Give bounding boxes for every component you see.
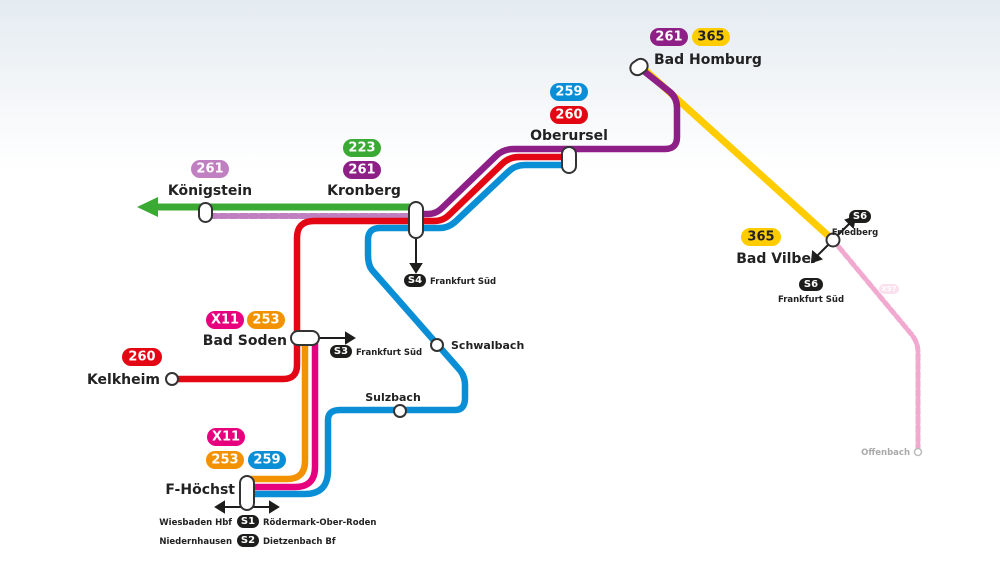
- sbahn-s1: Wiesbaden Hbf S1 Rödermark-Ober-Roden: [159, 515, 376, 528]
- station-bad-vilbel[interactable]: [825, 232, 841, 248]
- line-253: [243, 334, 309, 483]
- line-259: [243, 161, 573, 498]
- line-261: [412, 64, 681, 218]
- arrow-left-icon: [137, 197, 158, 217]
- svg-text:Friedberg: Friedberg: [832, 228, 878, 238]
- badge-259: 259: [248, 451, 286, 469]
- svg-text:260: 260: [555, 108, 582, 123]
- svg-text:Dietzenbach Bf: Dietzenbach Bf: [263, 537, 336, 547]
- badge-253: 253: [206, 451, 244, 469]
- bus-badges: 261 223 261 259 260 261 365 365 X11 253 …: [122, 28, 899, 469]
- svg-text:X11: X11: [212, 430, 240, 445]
- station-hoechst[interactable]: [239, 475, 255, 511]
- badge-x11: X11: [206, 311, 244, 329]
- line-x97: [830, 237, 921, 455]
- svg-text:259: 259: [253, 453, 280, 468]
- label-hoechst: F-Höchst: [165, 482, 235, 498]
- svg-text:Frankfurt Süd: Frankfurt Süd: [778, 295, 844, 305]
- badge-261: 261: [191, 160, 229, 178]
- badge-365: 365: [692, 28, 730, 46]
- badge-253: 253: [247, 311, 285, 329]
- route-lines: [137, 64, 921, 498]
- svg-text:S2: S2: [241, 535, 255, 546]
- svg-text:Frankfurt Süd: Frankfurt Süd: [356, 348, 422, 358]
- badge-260: 260: [550, 106, 588, 124]
- svg-text:S1: S1: [241, 516, 255, 527]
- station-oberursel[interactable]: [561, 146, 577, 174]
- badge-223: 223: [343, 139, 381, 157]
- station-bad-homburg[interactable]: [628, 56, 651, 78]
- svg-text:Wiesbaden Hbf: Wiesbaden Hbf: [159, 518, 232, 528]
- svg-text:261: 261: [348, 163, 375, 178]
- svg-text:365: 365: [697, 30, 724, 45]
- label-offenbach: Offenbach: [861, 448, 910, 458]
- station-koenigstein[interactable]: [198, 202, 213, 223]
- svg-text:223: 223: [348, 141, 375, 156]
- svg-text:S4: S4: [408, 275, 422, 286]
- svg-text:253: 253: [211, 453, 238, 468]
- line-260: [168, 153, 573, 383]
- sbahn-s3: S3 Frankfurt Süd: [330, 345, 422, 358]
- sbahn-s4: S4 Frankfurt Süd: [404, 274, 496, 287]
- badge-x97: X97: [879, 284, 899, 294]
- sbahn-s2: Niedernhausen S2 Dietzenbach Bf: [159, 534, 336, 547]
- label-kronberg: Kronberg: [327, 183, 401, 199]
- station-sulzbach[interactable]: [393, 404, 407, 418]
- stations: [165, 56, 923, 511]
- svg-text:261: 261: [196, 162, 223, 177]
- station-kronberg[interactable]: [408, 201, 424, 239]
- svg-text:S6: S6: [804, 279, 818, 290]
- svg-text:253: 253: [252, 313, 279, 328]
- label-bad-soden: Bad Soden: [203, 333, 287, 349]
- station-kelkheim[interactable]: [165, 372, 179, 386]
- badge-x11: X11: [207, 428, 245, 446]
- svg-text:Rödermark-Ober-Roden: Rödermark-Ober-Roden: [263, 518, 376, 528]
- line-x11: [243, 334, 319, 491]
- station-labels: Königstein Kronberg Oberursel Bad Hombur…: [87, 52, 910, 498]
- svg-text:S6: S6: [853, 211, 867, 222]
- badge-260: 260: [122, 348, 162, 366]
- station-schwalbach[interactable]: [430, 338, 444, 352]
- station-offenbach[interactable]: [913, 447, 923, 457]
- label-sulzbach: Sulzbach: [365, 391, 421, 404]
- badge-261: 261: [343, 161, 381, 179]
- svg-text:X11: X11: [211, 313, 239, 328]
- badge-259: 259: [550, 83, 588, 101]
- svg-text:365: 365: [747, 230, 774, 245]
- svg-text:261: 261: [655, 30, 682, 45]
- station-bad-soden[interactable]: [290, 330, 320, 346]
- svg-text:X97: X97: [881, 285, 896, 293]
- svg-text:Frankfurt Süd: Frankfurt Süd: [430, 277, 496, 287]
- label-bad-vilbel: Bad Vilbel: [736, 251, 816, 267]
- label-bad-homburg: Bad Homburg: [654, 52, 762, 68]
- svg-text:260: 260: [128, 350, 155, 365]
- svg-text:S3: S3: [334, 346, 348, 357]
- label-schwalbach: Schwalbach: [451, 339, 524, 352]
- badge-261: 261: [650, 28, 688, 46]
- badge-365: 365: [741, 228, 781, 246]
- svg-text:Niedernhausen: Niedernhausen: [159, 537, 232, 547]
- label-koenigstein: Königstein: [168, 183, 252, 199]
- svg-text:259: 259: [555, 85, 582, 100]
- label-kelkheim: Kelkheim: [87, 372, 160, 388]
- label-oberursel: Oberursel: [530, 128, 608, 144]
